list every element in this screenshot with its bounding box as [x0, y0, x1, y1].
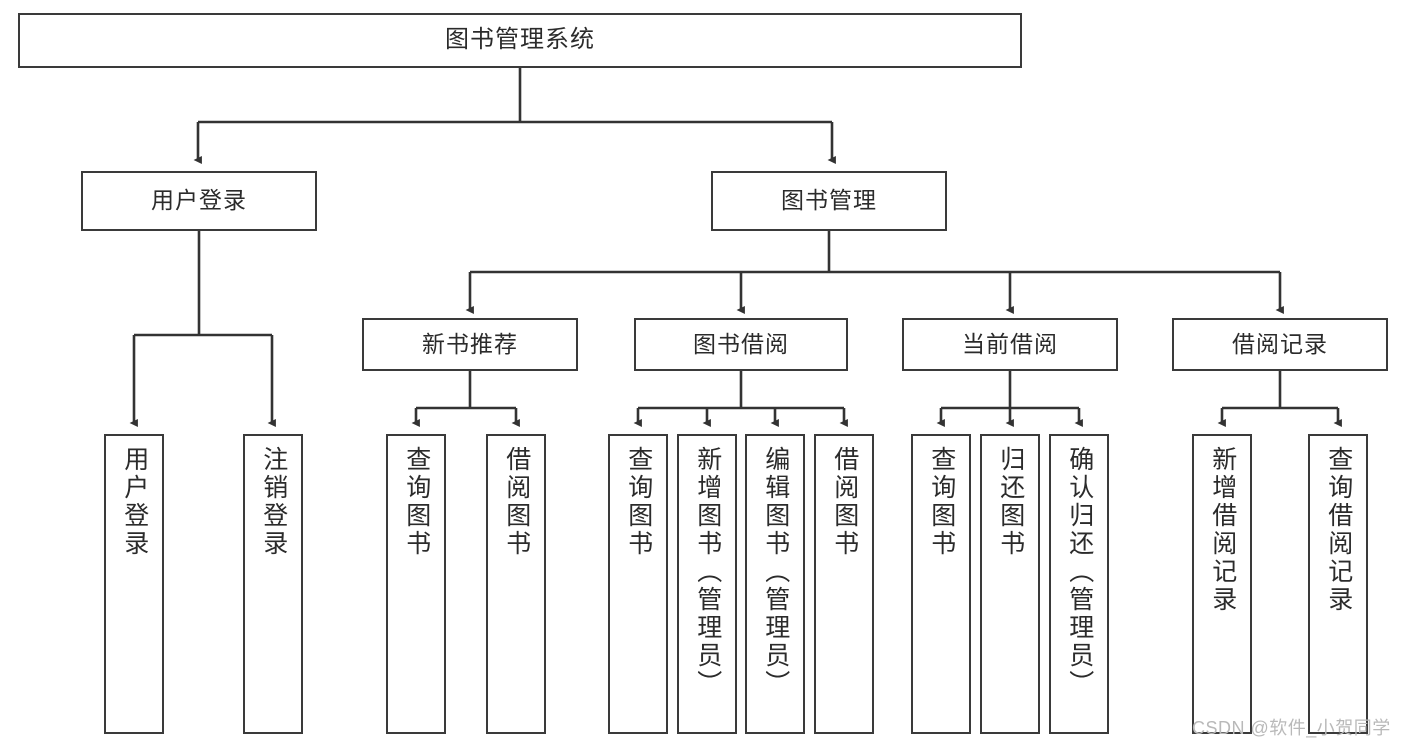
node-label: 图书管理 [781, 187, 877, 214]
node-label: 确认归还（管理员） [1065, 446, 1094, 698]
watermark: CSDN @软件_小贺同学 [1192, 718, 1391, 738]
leaf-user-logout[interactable]: 注销登录 [243, 434, 303, 734]
node-label: 归还图书 [996, 446, 1025, 558]
node-label: 查询图书 [624, 446, 653, 558]
leaf-current-confirm-return[interactable]: 确认归还（管理员） [1049, 434, 1109, 734]
node-root-system[interactable]: 图书管理系统 [18, 13, 1022, 68]
leaf-borrow-edit-book[interactable]: 编辑图书（管理员） [745, 434, 805, 734]
node-label: 用户登录 [151, 187, 247, 214]
node-label: 查询借阅记录 [1324, 446, 1353, 614]
node-label: 新书推荐 [422, 330, 518, 357]
node-label: 图书借阅 [693, 330, 789, 357]
leaf-user-login[interactable]: 用户登录 [104, 434, 164, 734]
node-label: 新增图书（管理员） [693, 446, 722, 698]
node-label: 新增借阅记录 [1208, 446, 1237, 614]
node-book-management[interactable]: 图书管理 [711, 171, 947, 231]
node-label: 当前借阅 [962, 330, 1058, 357]
leaf-record-query[interactable]: 查询借阅记录 [1308, 434, 1368, 734]
node-label: 用户登录 [120, 446, 149, 558]
leaf-borrow-query-book[interactable]: 查询图书 [608, 434, 668, 734]
node-label: 借阅记录 [1232, 330, 1328, 357]
node-borrow-record[interactable]: 借阅记录 [1172, 318, 1388, 371]
node-label: 查询图书 [927, 446, 956, 558]
node-label: 图书管理系统 [445, 26, 595, 54]
leaf-borrow-borrow-book[interactable]: 借阅图书 [814, 434, 874, 734]
leaf-current-return-book[interactable]: 归还图书 [980, 434, 1040, 734]
node-current-borrow[interactable]: 当前借阅 [902, 318, 1118, 371]
node-new-book-recommend[interactable]: 新书推荐 [362, 318, 578, 371]
leaf-borrow-add-book[interactable]: 新增图书（管理员） [677, 434, 737, 734]
node-label: 查询图书 [402, 446, 431, 558]
leaf-record-add[interactable]: 新增借阅记录 [1192, 434, 1252, 734]
node-label: 借阅图书 [502, 446, 531, 558]
node-user-login[interactable]: 用户登录 [81, 171, 317, 231]
node-label: 注销登录 [259, 446, 288, 558]
leaf-recommend-query-book[interactable]: 查询图书 [386, 434, 446, 734]
leaf-current-query-book[interactable]: 查询图书 [911, 434, 971, 734]
node-label: 编辑图书（管理员） [761, 446, 790, 698]
node-label: 借阅图书 [830, 446, 859, 558]
node-book-borrow[interactable]: 图书借阅 [634, 318, 848, 371]
leaf-recommend-borrow-book[interactable]: 借阅图书 [486, 434, 546, 734]
